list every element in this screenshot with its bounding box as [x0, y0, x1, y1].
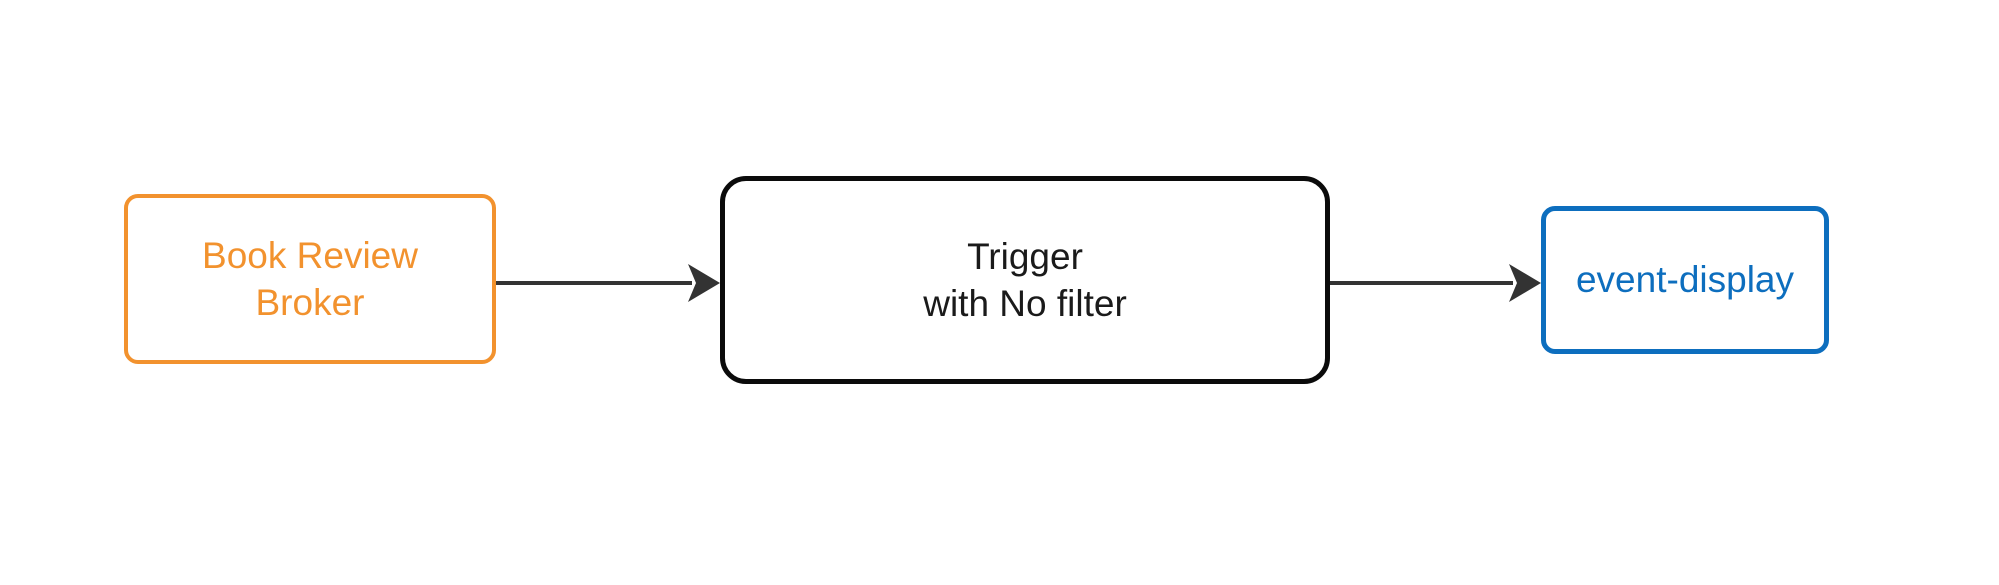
node-sink-label: event-display: [1575, 259, 1794, 301]
node-trigger-with-no-filter[interactable]: Trigger with No filter: [720, 176, 1330, 384]
edge-trigger-to-sink-arrowhead: [1509, 264, 1541, 302]
edge-trigger-to-sink: [1330, 264, 1541, 302]
node-broker-label: Book Review Broker: [202, 234, 418, 323]
edge-broker-to-trigger-arrowhead: [688, 264, 720, 302]
node-book-review-broker[interactable]: Book Review Broker: [124, 194, 496, 364]
node-trigger-label: Trigger with No filter: [923, 235, 1127, 324]
node-event-display[interactable]: event-display: [1541, 206, 1829, 354]
edge-broker-to-trigger: [496, 264, 720, 302]
